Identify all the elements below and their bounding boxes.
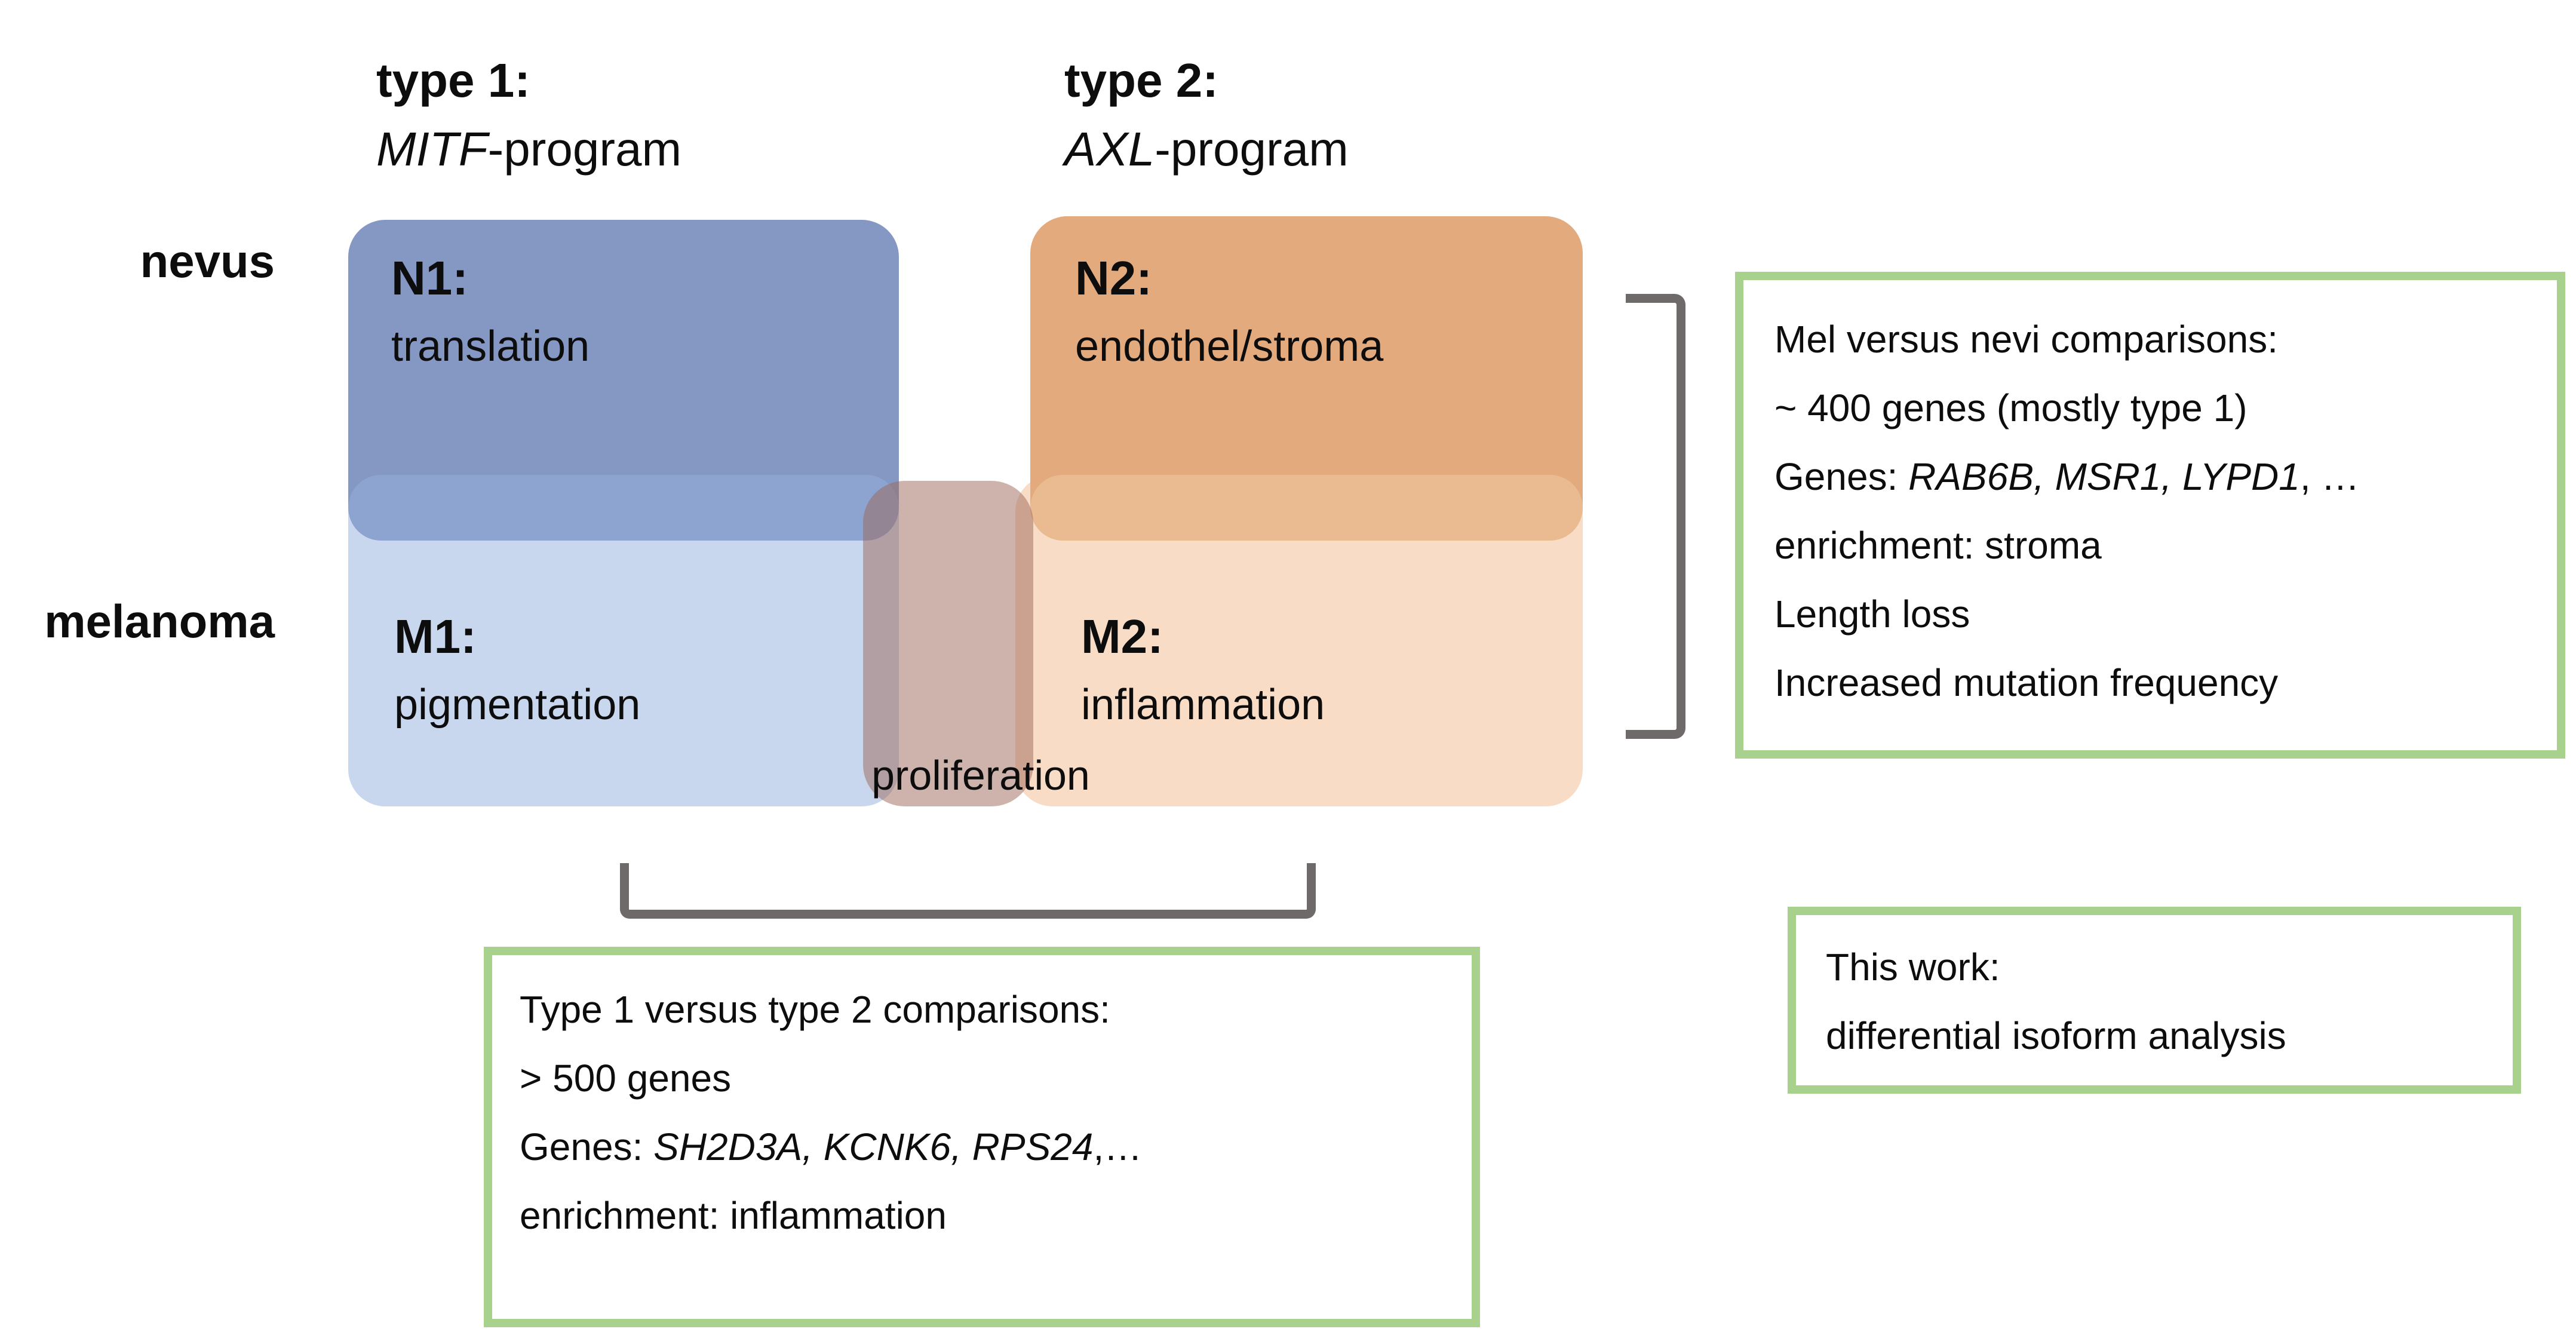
m2-id-label: M2:: [1081, 610, 1163, 663]
type-comparison-genes-line: Genes: SH2D3A, KCNK6, RPS24,…: [520, 1113, 1454, 1182]
mel-vs-nevi-genes-line: Genes: RAB6B, MSR1, LYPD1, …: [1774, 443, 2539, 511]
type2-program-suffix: -program: [1155, 122, 1349, 176]
mel-vs-nevi-bracket: [1626, 294, 1685, 739]
proliferation-label: proliferation: [871, 752, 1090, 799]
type-comparison-gene-names: SH2D3A, KCNK6, RPS24: [653, 1125, 1094, 1168]
type2-program-label: AXL-program: [1064, 119, 1349, 179]
type-comparison-annotation-box: Type 1 versus type 2 comparisons: > 500 …: [484, 947, 1480, 1327]
type1-program-suffix: -program: [487, 122, 682, 176]
type1-vs-type2-bracket: [620, 863, 1316, 919]
type2-header-label: type 2:: [1064, 54, 1218, 107]
m1-id-label: M1:: [394, 610, 477, 663]
row-label-melanoma: melanoma: [44, 595, 275, 647]
type-comparison-genes-suffix: ,…: [1093, 1125, 1143, 1168]
m2-desc-label: inflammation: [1081, 681, 1325, 729]
type-comparison-line1: Type 1 versus type 2 comparisons:: [520, 988, 1110, 1031]
mel-vs-nevi-genes-prefix: Genes:: [1774, 455, 1909, 498]
type-comparison-genes-prefix: Genes:: [520, 1125, 654, 1168]
this-work-line1: This work:: [1826, 946, 2000, 989]
mel-vs-nevi-line4: enrichment: stroma: [1774, 524, 2102, 567]
type1-gene-name: MITF: [376, 122, 488, 176]
n1-desc-label: translation: [391, 323, 590, 370]
n2-desc-label: endothel/stroma: [1075, 323, 1384, 370]
mel-vs-nevi-line1: Mel versus nevi comparisons:: [1774, 318, 2278, 361]
n2-id-label: N2:: [1075, 251, 1152, 305]
mel-vs-nevi-line2: ~ 400 genes (mostly type 1): [1774, 386, 2248, 429]
proliferation-overlap-box: [863, 481, 1033, 806]
mel-vs-nevi-genes-suffix: , …: [2299, 455, 2360, 498]
n1-id-label: N1:: [391, 251, 468, 305]
mel-vs-nevi-line5: Length loss: [1774, 593, 1970, 636]
type1-header-label: type 1:: [376, 54, 530, 107]
type1-program-label: MITF-program: [376, 119, 681, 179]
type-comparison-line4: enrichment: inflammation: [520, 1194, 947, 1237]
n2-m2-overlap-band: [1030, 475, 1583, 541]
this-work-annotation-box: This work: differential isoform analysis: [1788, 907, 2521, 1094]
type-comparison-line2: > 500 genes: [520, 1057, 732, 1100]
row-label-nevus: nevus: [140, 235, 275, 287]
m1-desc-label: pigmentation: [394, 681, 641, 729]
mel-vs-nevi-gene-names: RAB6B, MSR1, LYPD1: [1908, 455, 2300, 498]
n1-m1-overlap-band: [348, 475, 899, 541]
mel-vs-nevi-annotation-box: Mel versus nevi comparisons: ~ 400 genes…: [1735, 272, 2565, 759]
this-work-line2: differential isoform analysis: [1826, 1014, 2286, 1057]
type2-gene-name: AXL: [1064, 122, 1155, 176]
mel-vs-nevi-line6: Increased mutation frequency: [1774, 661, 2279, 704]
